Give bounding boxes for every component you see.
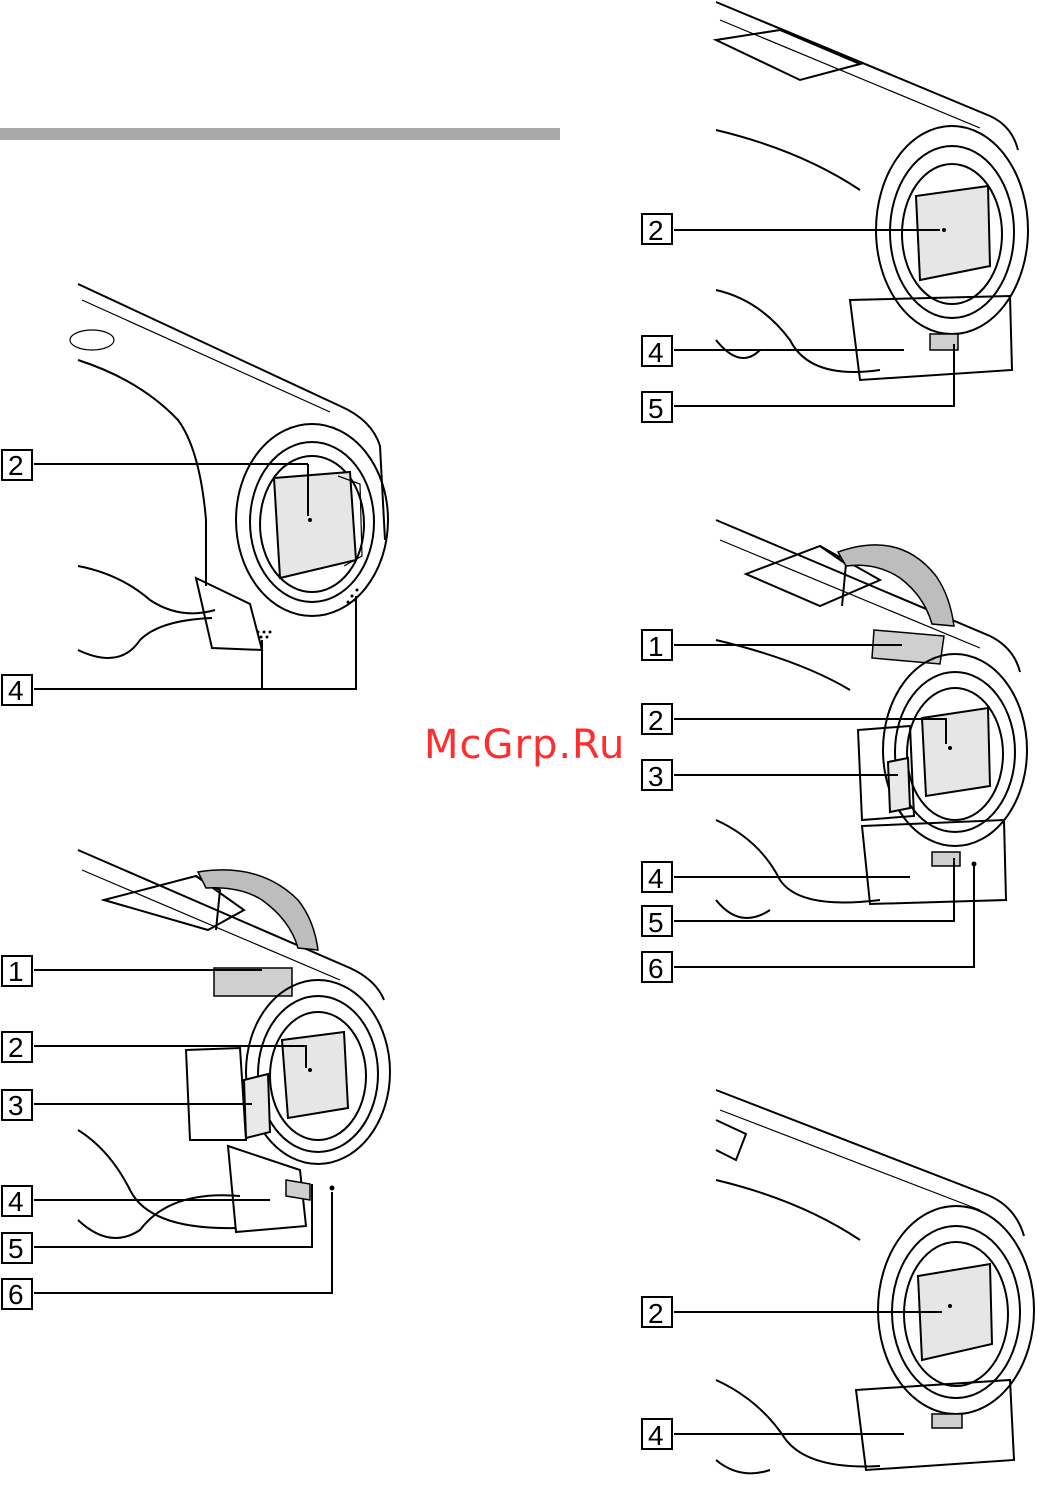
fig-d-callout-6: 6	[648, 953, 664, 984]
fig-e-callout-2: 2	[648, 1298, 664, 1329]
fig-c-callout-5: 5	[648, 393, 664, 424]
fig-c-callout-4: 4	[648, 337, 664, 368]
fig-a-callout-4: 4	[8, 675, 24, 706]
fig-d-callout-3: 3	[648, 761, 664, 792]
fig-e-callouts: 2 4	[642, 1297, 942, 1451]
fig-b-callout-1: 1	[8, 956, 24, 987]
fig-c-camcorder-icon	[716, 2, 1028, 380]
fig-b-callout-6: 6	[8, 1279, 24, 1310]
fig-d-callout-1: 1	[648, 631, 664, 662]
fig-c-callout-2: 2	[648, 215, 664, 246]
fig-d-callout-2: 2	[648, 705, 664, 736]
fig-b-callout-4: 4	[8, 1186, 24, 1217]
fig-a-callout-2: 2	[8, 450, 24, 481]
fig-c-callouts: 2 4 5	[642, 214, 954, 424]
fig-d-callout-5: 5	[648, 907, 664, 938]
fig-b-callout-2: 2	[8, 1032, 24, 1063]
fig-b-camcorder-icon	[78, 850, 390, 1238]
fig-e-callout-4: 4	[648, 1420, 664, 1451]
fig-b-callout-3: 3	[8, 1090, 24, 1121]
fig-a-camcorder-icon	[70, 284, 388, 658]
fig-b-callout-5: 5	[8, 1233, 24, 1264]
fig-d-callout-4: 4	[648, 863, 664, 894]
fig-b-callouts: 1 2 3 4 5 6	[2, 956, 332, 1310]
fig-e-camcorder-icon	[716, 1090, 1034, 1473]
